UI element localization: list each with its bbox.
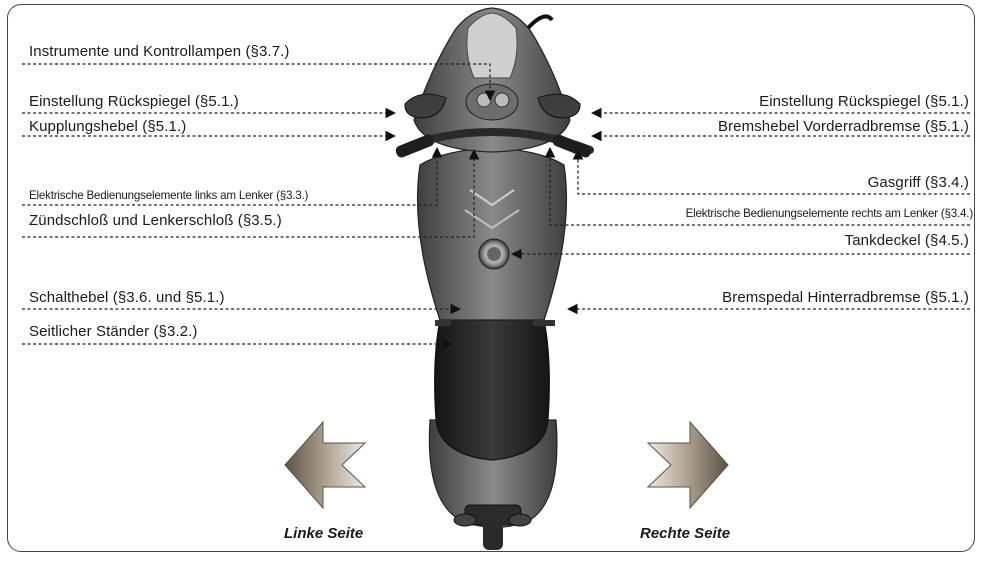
right-side-arrow-icon (648, 422, 728, 508)
label-bremshebel: Bremshebel Vorderradbremse (§5.1.) (718, 118, 969, 136)
label-bedienung-links: Elektrische Bedienungselemente links am … (29, 187, 308, 205)
caption-right-side: Rechte Seite (640, 525, 730, 542)
label-kupplungshebel: Kupplungshebel (§5.1.) (29, 118, 186, 136)
label-staender: Seitlicher Ständer (§3.2.) (29, 323, 198, 341)
label-rueckspiegel-rechts: Einstellung Rückspiegel (§5.1.) (759, 93, 969, 111)
label-rueckspiegel-links: Einstellung Rückspiegel (§5.1.) (29, 93, 239, 111)
motorcycle-illustration (394, 8, 593, 550)
label-tankdeckel: Tankdeckel (§4.5.) (845, 232, 969, 250)
label-schalthebel: Schalthebel (§3.6. und §5.1.) (29, 289, 225, 307)
label-instrumente: Instrumente und Kontrollampen (§3.7.) (29, 43, 290, 61)
label-zuendschloss: Zündschloß und Lenkerschloß (§3.5.) (29, 212, 282, 230)
label-bedienung-rechts: Elektrische Bedienungselemente rechts am… (686, 205, 973, 223)
left-side-arrow-icon (285, 422, 365, 508)
caption-left-side: Linke Seite (284, 525, 363, 542)
label-gasgriff: Gasgriff (§3.4.) (868, 174, 969, 192)
label-bremspedal: Bremspedal Hinterradbremse (§5.1.) (722, 289, 969, 307)
